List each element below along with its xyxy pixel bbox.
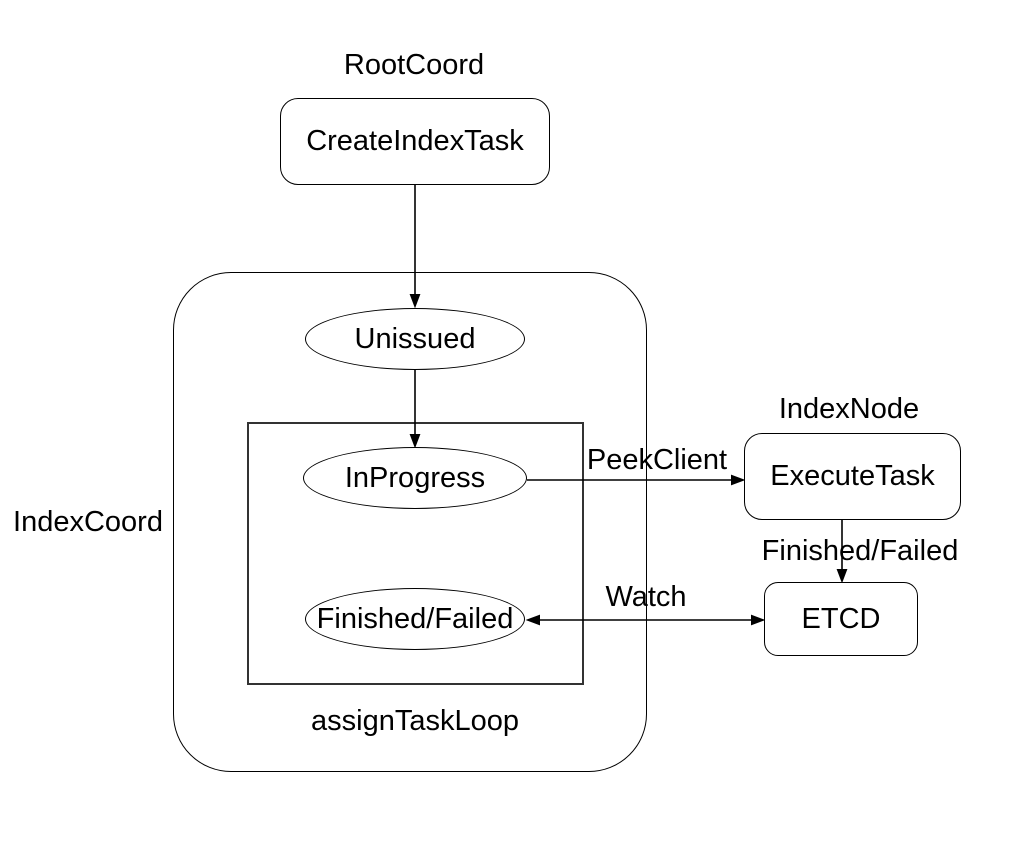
node-in-progress: InProgress xyxy=(303,447,527,509)
node-unissued: Unissued xyxy=(305,308,525,370)
watch-edge-label: Watch xyxy=(605,581,687,614)
assign-task-loop-label: assignTaskLoop xyxy=(311,705,519,738)
finished-failed-edge-label: Finished/Failed xyxy=(761,535,959,568)
peek-client-edge-label: PeekClient xyxy=(586,444,728,477)
node-create-index-task-label: CreateIndexTask xyxy=(306,125,524,157)
node-finished-failed: Finished/Failed xyxy=(305,588,525,650)
root-coord-label: RootCoord xyxy=(343,49,485,82)
index-coord-label: IndexCoord xyxy=(13,506,163,539)
node-etcd-label: ETCD xyxy=(801,602,881,635)
index-node-label: IndexNode xyxy=(778,393,920,426)
node-execute-task-label: ExecuteTask xyxy=(770,460,935,492)
node-create-index-task: CreateIndexTask xyxy=(280,98,550,185)
node-etcd: ETCD xyxy=(764,582,918,656)
node-finished-failed-label: Finished/Failed xyxy=(316,602,514,635)
node-in-progress-label: InProgress xyxy=(344,461,486,494)
node-unissued-label: Unissued xyxy=(354,322,476,355)
node-execute-task: ExecuteTask xyxy=(744,433,961,520)
